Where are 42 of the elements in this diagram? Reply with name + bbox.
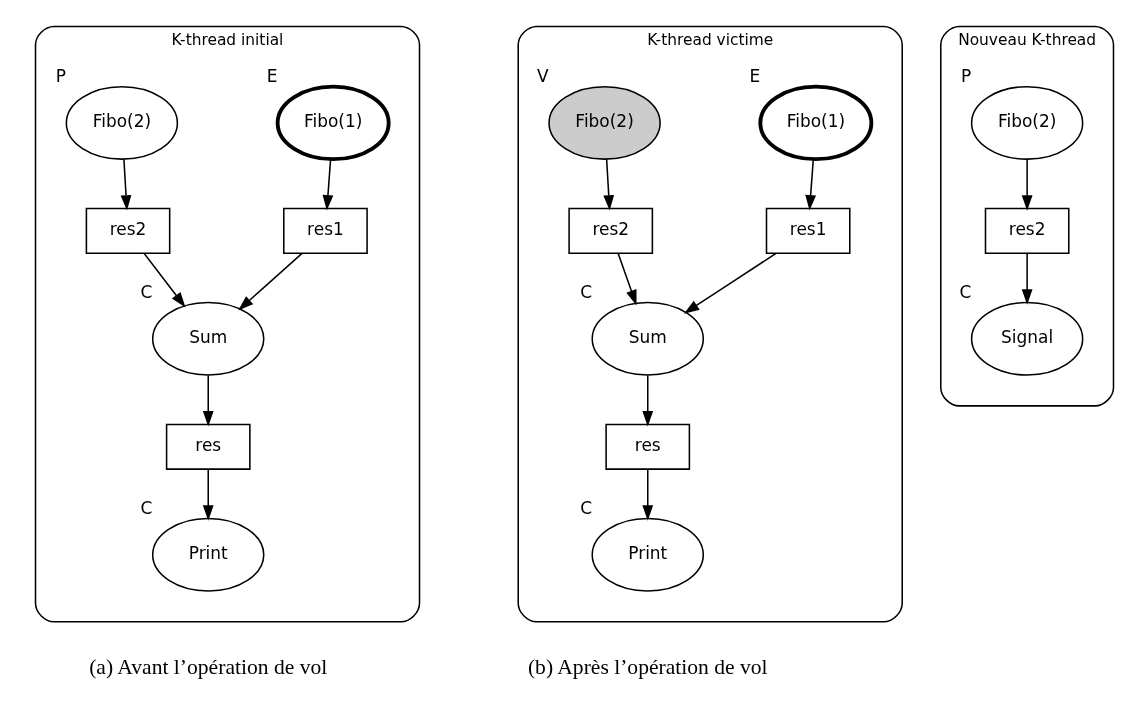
node-ellipse: Fibo(2)	[547, 85, 661, 160]
arrow	[1021, 158, 1033, 211]
node-ellipse: Fibo(2)	[65, 85, 178, 160]
arrow	[143, 252, 186, 308]
node-label: C	[579, 281, 592, 302]
node-ellipse: Sum	[151, 301, 264, 376]
arrow	[683, 252, 776, 314]
node-box: res	[604, 423, 690, 470]
node-box: res	[165, 423, 251, 470]
arrow	[202, 468, 214, 521]
node-label: C	[140, 497, 152, 518]
arrow	[641, 468, 653, 521]
node-box: res2	[984, 207, 1070, 254]
node-ellipse: Signal	[970, 301, 1083, 376]
arrow	[202, 374, 214, 427]
node-ellipse: Fibo(2)	[970, 85, 1083, 160]
node-ellipse: Fibo(1)	[275, 84, 391, 162]
node-label: C	[140, 281, 152, 302]
label: (b) Après l’opération de vol	[527, 654, 768, 679]
node-box: res2	[567, 207, 653, 254]
node-ellipse: Fibo(1)	[757, 84, 873, 162]
arrow	[1021, 252, 1033, 305]
arrow	[616, 252, 637, 306]
node-label: P	[55, 65, 66, 86]
arrow	[322, 158, 333, 211]
node-label: E	[266, 65, 278, 86]
arrow	[602, 158, 614, 211]
node-label: E	[749, 65, 760, 86]
label: (a) Avant l’opération de vol	[88, 654, 327, 679]
node-ellipse: Print	[590, 517, 704, 592]
node-ellipse: Print	[151, 517, 264, 592]
node-label: C	[959, 281, 971, 302]
arrow	[641, 374, 653, 427]
arrow	[804, 158, 816, 211]
arrow	[120, 158, 131, 211]
arrow	[237, 252, 302, 311]
node-label: V	[536, 65, 549, 86]
node-label: P	[960, 65, 971, 86]
node-box: res2	[85, 207, 170, 254]
node-box: res1	[765, 207, 851, 254]
node-box: res1	[282, 207, 368, 254]
node-label: C	[579, 497, 592, 518]
